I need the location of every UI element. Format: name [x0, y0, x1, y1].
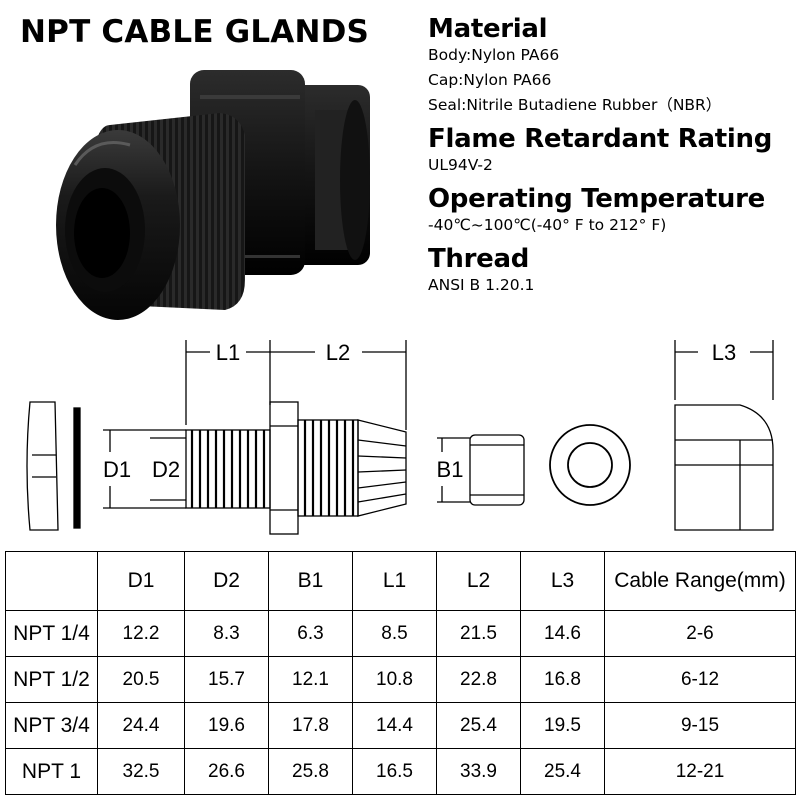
table-cell: NPT 1 [5, 748, 98, 795]
table-cell: 9-15 [604, 702, 796, 749]
thread-value: ANSI B 1.20.1 [428, 276, 535, 294]
material-body: Body:Nylon PA66 [428, 46, 560, 64]
specifications: Material Body:Nylon PA66 Cap:Nylon PA66 … [428, 14, 798, 296]
table-cell: 33.9 [436, 748, 521, 795]
table-cell: 25.4 [520, 748, 605, 795]
table-cell: 19.5 [520, 702, 605, 749]
thread-heading: Thread [428, 244, 530, 274]
material-cap: Cap:Nylon PA66 [428, 71, 552, 89]
table-cell: 15.7 [184, 656, 269, 703]
table-cell: NPT 3/4 [5, 702, 98, 749]
label-l1: L1 [216, 340, 240, 365]
table-header: D1 [97, 551, 185, 611]
table-header [5, 551, 98, 611]
label-d2: D2 [152, 457, 180, 482]
table-cell: 19.6 [184, 702, 269, 749]
label-l2: L2 [326, 340, 350, 365]
temperature-heading: Operating Temperature [428, 184, 765, 214]
table-cell: 25.4 [436, 702, 521, 749]
label-b1: B1 [437, 457, 464, 482]
table-header: L3 [520, 551, 605, 611]
table-header: D2 [184, 551, 269, 611]
table-cell: 32.5 [97, 748, 185, 795]
table-cell: 22.8 [436, 656, 521, 703]
table-cell: 16.5 [352, 748, 437, 795]
material-seal: Seal:Nitrile Butadiene Rubber（NBR） [428, 96, 722, 114]
dimension-table: D1 D2 B1 L1 L2 L3 Cable Range(mm) NPT 1/… [5, 551, 796, 795]
table-row: NPT 1 32.5 26.6 25.8 16.5 33.9 25.4 12-2… [5, 748, 796, 795]
flame-value: UL94V-2 [428, 156, 493, 174]
table-row: NPT 3/4 24.4 19.6 17.8 14.4 25.4 19.5 9-… [5, 702, 796, 749]
table-cell: 8.5 [352, 610, 437, 657]
table-header: L1 [352, 551, 437, 611]
table-cell: 14.4 [352, 702, 437, 749]
cable-gland-photo [56, 70, 370, 320]
table-cell: 8.3 [184, 610, 269, 657]
label-d1: D1 [103, 457, 131, 482]
table-cell: 24.4 [97, 702, 185, 749]
table-cell: 2-6 [604, 610, 796, 657]
table-cell: 10.8 [352, 656, 437, 703]
table-cell: NPT 1/2 [5, 656, 98, 703]
table-cell: 12-21 [604, 748, 796, 795]
temperature-value: -40℃~100℃(-40° F to 212° F) [428, 216, 667, 234]
table-cell: 12.2 [97, 610, 185, 657]
material-heading: Material [428, 14, 548, 44]
table-cell: 17.8 [268, 702, 353, 749]
flame-heading: Flame Retardant Rating [428, 124, 773, 154]
table-cell: 16.8 [520, 656, 605, 703]
page-title: NPT CABLE GLANDS [20, 14, 370, 50]
table-row: NPT 1/4 12.2 8.3 6.3 8.5 21.5 14.6 2-6 [5, 610, 796, 657]
table-header-row: D1 D2 B1 L1 L2 L3 Cable Range(mm) [5, 551, 796, 611]
table-header: L2 [436, 551, 521, 611]
table-cell: 12.1 [268, 656, 353, 703]
table-row: NPT 1/2 20.5 15.7 12.1 10.8 22.8 16.8 6-… [5, 656, 796, 703]
table-cell: 25.8 [268, 748, 353, 795]
table-cell: 14.6 [520, 610, 605, 657]
table-header: B1 [268, 551, 353, 611]
table-cell: 6.3 [268, 610, 353, 657]
table-cell: 26.6 [184, 748, 269, 795]
table-cell: 6-12 [604, 656, 796, 703]
label-l3: L3 [712, 340, 736, 365]
table-cell: 20.5 [97, 656, 185, 703]
table-header: Cable Range(mm) [604, 551, 796, 611]
table-cell: NPT 1/4 [5, 610, 98, 657]
table-cell: 21.5 [436, 610, 521, 657]
dimension-drawing: L1 L2 L3 D1 D2 B1 [26, 340, 774, 535]
